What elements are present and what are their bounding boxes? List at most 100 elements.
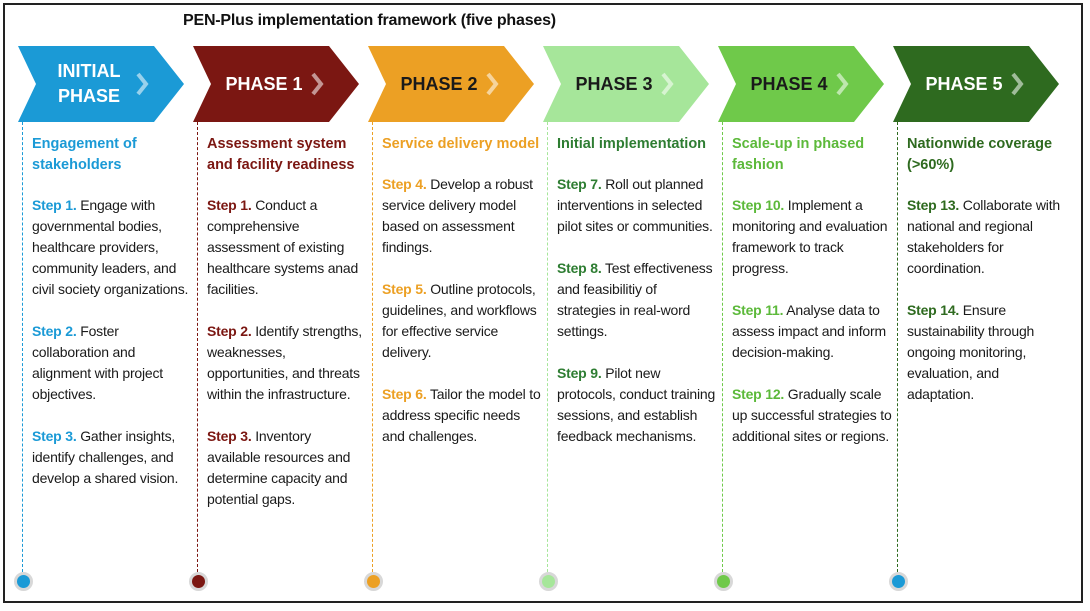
step-item: Step 4. Develop a robust service deliver… [382,174,542,258]
step-text: Gradually scale up successful strategies… [732,386,892,444]
step-label: Step 4. [382,176,427,192]
step-item: Step 3. Gather insights, identify challe… [32,426,192,489]
phase-banner: INITIAL PHASE [18,46,188,122]
phase-chevron [543,46,709,122]
phase-banner: PHASE 1 [193,46,363,122]
phase-heading: Scale-up in phased fashion [732,136,865,173]
step-item: Step 12. Gradually scale up successful s… [732,384,892,447]
phase-banner: PHASE 5 [893,46,1063,122]
step-item: Step 5. Outline protocols, guidelines, a… [382,279,542,363]
step-label: Step 9. [557,365,602,381]
chevron-right-icon [486,72,499,96]
step-label: Step 12. [732,386,785,402]
timeline-dashed-line [897,122,898,572]
step-label: Step 5. [382,281,427,297]
phase-arrow-shape [18,46,184,122]
step-text: Tailor the model to address specific nee… [382,386,541,444]
phase-heading: Assessment system and facility readiness [207,136,355,173]
phase-label: INITIAL PHASE [57,61,121,106]
step-text: Implement a monitoring and evaluation fr… [732,197,888,276]
step-item: Step 10. Implement a monitoring and eval… [732,195,892,279]
phase-column: PHASE 5 Nationwide coverage (>60%)Step 13… [889,0,1068,611]
phase-banner: PHASE 4 [718,46,888,122]
timeline-dot [189,572,208,591]
step-item: Step 8. Test effectiveness and feasibili… [557,258,717,342]
step-label: Step 3. [207,428,252,444]
step-label: Step 1. [32,197,77,213]
phase-chevron [718,46,884,122]
step-text: Analyse data to assess impact and inform… [732,302,886,360]
phase-heading: Service delivery model [382,136,540,152]
step-label: Step 10. [732,197,785,213]
timeline-dot [539,572,558,591]
phase-content: Assessment system and facility readiness… [207,134,367,531]
phase-label: PHASE 1 [225,73,303,94]
chevron-right-icon [311,72,324,96]
phase-banner: PHASE 2 [368,46,538,122]
phase-column: PHASE 1 Assessment system and facility re… [189,0,368,611]
timeline-dashed-line [197,122,198,572]
phase-label: PHASE 3 [575,73,653,94]
step-text: Test effectiveness and feasibilitiy of s… [557,260,713,339]
step-item: Step 14. Ensure sustainability through o… [907,300,1067,405]
chevron-right-icon [1011,72,1024,96]
timeline-dot [14,572,33,591]
phase-chevron [893,46,1059,122]
timeline-dashed-line [547,122,548,572]
diagram-title: PEN-Plus implementation framework (five … [183,12,556,29]
step-text: Ensure sustainability through ongoing mo… [907,302,1035,402]
step-label: Step 2. [207,323,252,339]
phase-heading: Initial implementation [557,136,707,152]
step-text: Roll out planned interventions in select… [557,176,713,234]
phase-heading: Engagement of stakeholders [32,136,137,173]
phase-arrow-shape [193,46,359,122]
phase-banner: PHASE 3 [543,46,713,122]
step-item: Step 6. Tailor the model to address spec… [382,384,542,447]
phase-chevron [368,46,534,122]
step-label: Step 8. [557,260,602,276]
step-label: Step 14. [907,302,960,318]
step-text: Pilot new protocols, conduct training se… [557,365,716,444]
timeline-dot [364,572,383,591]
step-item: Step 11. Analyse data to assess impact a… [732,300,892,363]
step-item: Step 13. Collaborate with national and r… [907,195,1067,279]
step-text: Develop a robust service delivery model … [382,176,533,255]
phase-label: PHASE 2 [400,73,478,94]
chevron-right-icon [661,72,674,96]
step-text: Identify strengths, weaknesses, opportun… [207,323,362,402]
phase-label: PHASE 4 [750,73,828,94]
step-label: Step 11. [732,302,784,318]
step-label: Step 6. [382,386,427,402]
step-text: Conduct a comprehensive assessment of ex… [207,197,359,297]
phase-arrow-shape [718,46,884,122]
step-text: Outline protocols, guidelines, and workf… [382,281,537,360]
step-text: Gather insights, identify challenges, an… [32,428,179,486]
step-text: Foster collaboration and alignment with … [32,323,163,402]
phase-arrow-shape [368,46,534,122]
step-item: Step 1. Conduct a comprehensive assessme… [207,195,367,300]
phase-arrow-shape [893,46,1059,122]
phase-content: Nationwide coverage (>60%)Step 13. Colla… [907,134,1067,426]
step-label: Step 1. [207,197,252,213]
step-item: Step 9. Pilot new protocols, conduct tra… [557,363,717,447]
chevron-right-icon [136,72,149,96]
timeline-dashed-line [722,122,723,572]
step-label: Step 13. [907,197,960,213]
step-label: Step 7. [557,176,602,192]
step-item: Step 2. Foster collaboration and alignme… [32,321,192,405]
step-item: Step 1. Engage with governmental bodies,… [32,195,192,300]
phase-chevron [18,46,184,122]
chevron-right-icon [836,72,849,96]
phase-arrow-shape [543,46,709,122]
step-item: Step 7. Roll out planned interventions i… [557,174,717,237]
timeline-dot [714,572,733,591]
step-text: Collaborate with national and regional s… [907,197,1060,276]
step-item: Step 2. Identify strengths, weaknesses, … [207,321,367,405]
phase-label: PHASE 5 [925,73,1003,94]
